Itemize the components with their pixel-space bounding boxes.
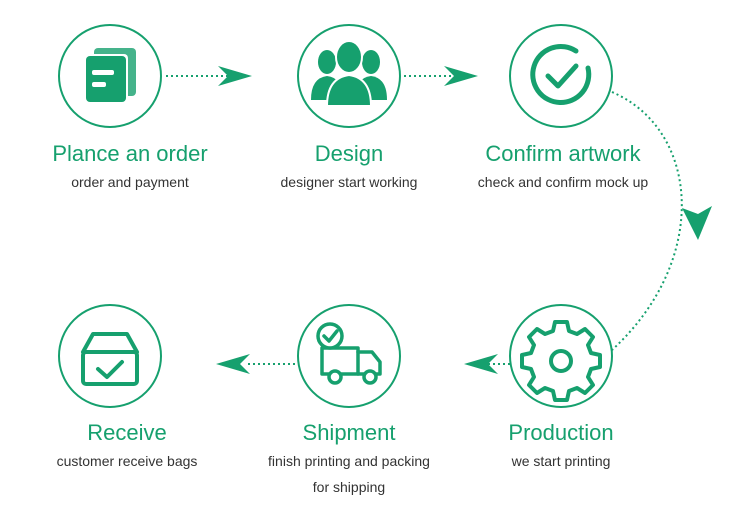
step-confirm-artwork: Confirm artwork check and confirm mock u… <box>453 140 673 194</box>
arrow-down-icon <box>682 206 712 240</box>
step-order: Plance an order order and payment <box>20 140 240 194</box>
step-description: finish printing and packing <box>268 453 430 469</box>
step-circle-confirm <box>509 24 613 128</box>
step-circle-shipment <box>297 304 401 408</box>
arrow-right-icon <box>218 66 252 86</box>
step-production: Production we start printing <box>451 419 671 473</box>
step-description: order and payment <box>71 174 189 190</box>
delivery-truck-icon <box>316 322 382 385</box>
step-design: Design designer start working <box>239 140 459 194</box>
connector-confirm-to-production <box>611 91 683 351</box>
step-title: Shipment <box>302 420 396 445</box>
gear-icon <box>520 320 602 402</box>
step-title: Receive <box>87 420 167 445</box>
step-receive: Receive customer receive bags <box>17 419 237 473</box>
arrow-left-icon <box>216 354 250 374</box>
step-title: Confirm artwork <box>485 141 641 166</box>
box-check-icon <box>81 332 139 386</box>
step-title: Plance an order <box>52 141 208 166</box>
step-circle-receive <box>58 304 162 408</box>
arrow-left-icon <box>464 354 498 374</box>
step-shipment: Shipment finish printing and packing for… <box>239 419 459 499</box>
check-circle-icon <box>530 44 592 105</box>
step-description: customer receive bags <box>56 453 198 469</box>
arrowheads <box>216 66 712 374</box>
step-description-line-2: for shipping <box>312 479 386 495</box>
step-title: Design <box>314 141 384 166</box>
step-description: check and confirm mock up <box>477 174 649 190</box>
arrow-right-icon <box>444 66 478 86</box>
step-description: designer start working <box>280 174 418 190</box>
connectors <box>166 75 683 365</box>
people-group-icon <box>311 40 387 107</box>
step-description: we start printing <box>511 453 611 469</box>
step-title: Production <box>508 420 614 445</box>
document-stack-icon <box>86 48 136 102</box>
